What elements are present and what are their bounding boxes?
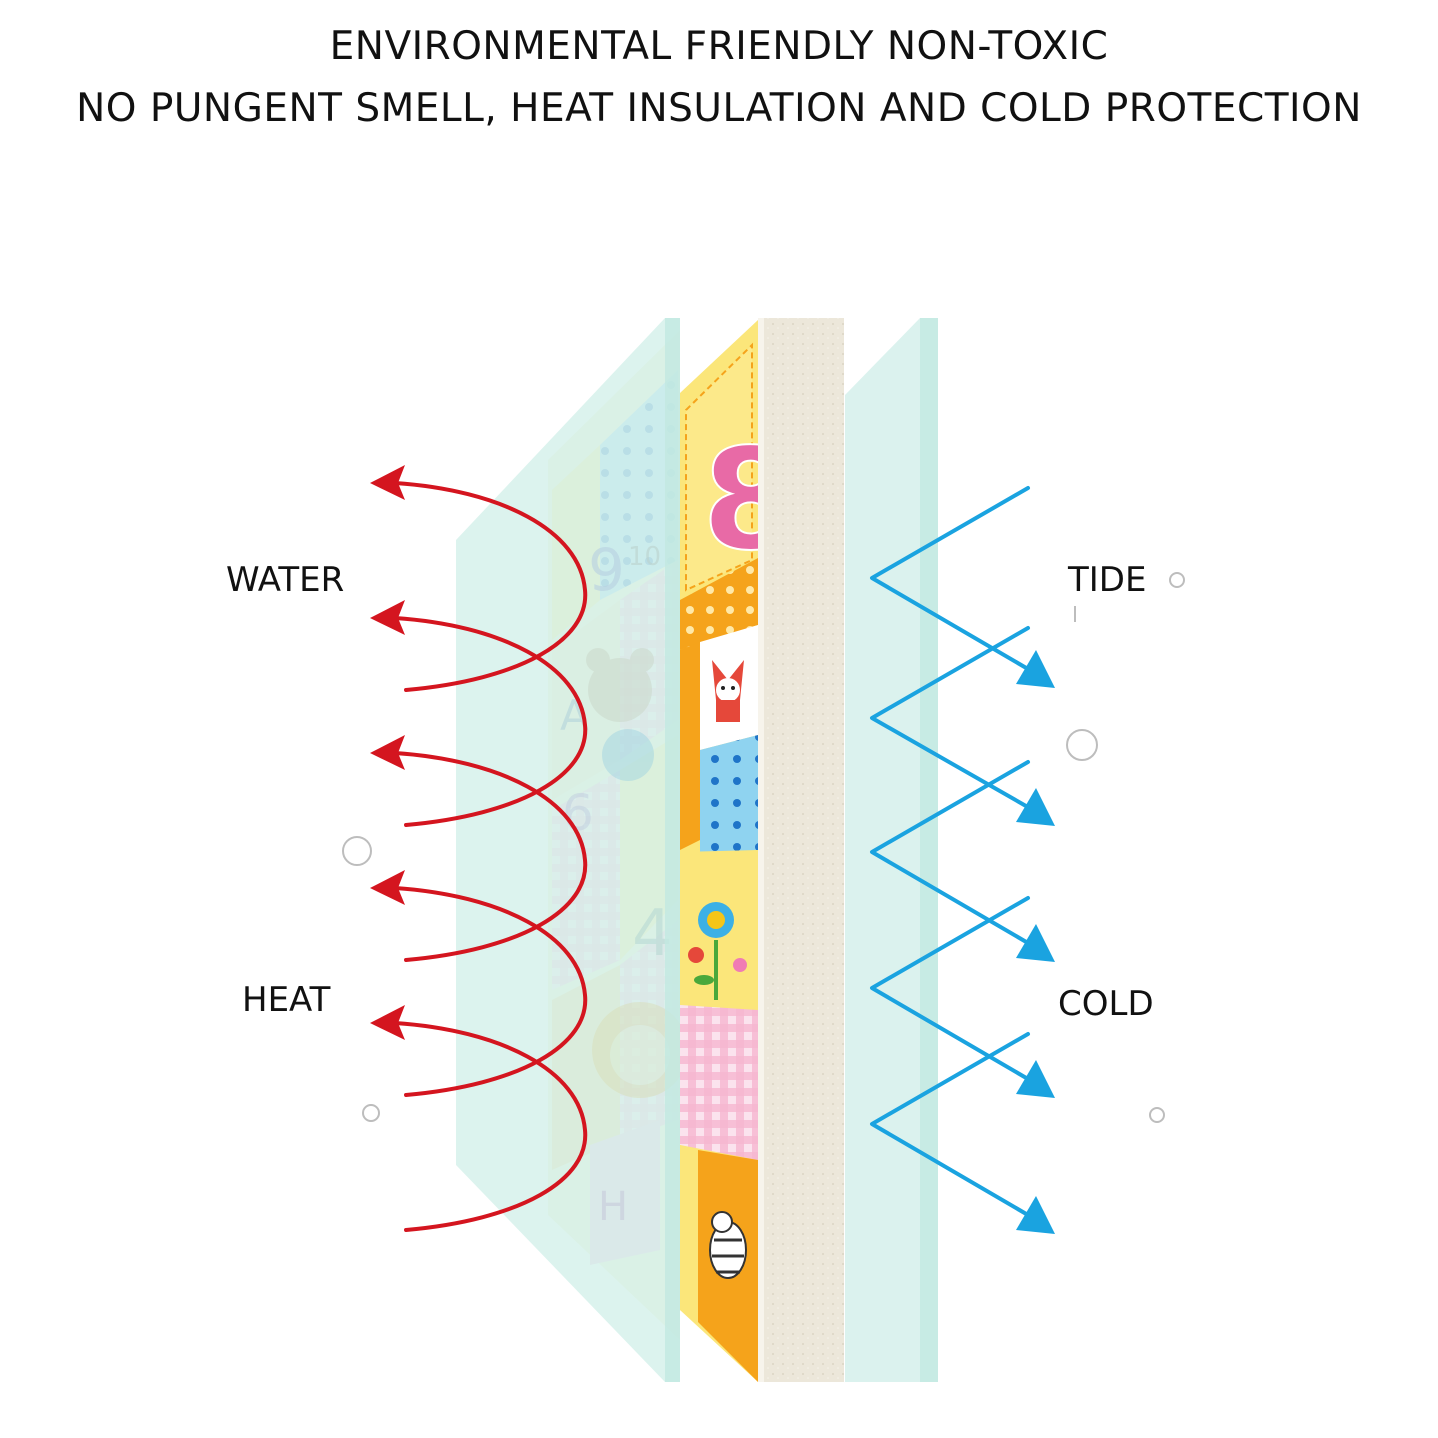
label-water: WATER	[226, 560, 345, 600]
blue-arrow-icon	[870, 486, 1042, 678]
red-arrow-icon	[393, 616, 588, 827]
tide-cold-arrows	[870, 486, 1042, 1224]
left-film-layer	[456, 318, 680, 1382]
red-arrow-icon	[393, 481, 588, 692]
fox-illustration	[712, 660, 744, 722]
red-arrowheads	[370, 465, 405, 1040]
red-arrow-icon	[393, 886, 588, 1097]
bubble-icon	[1169, 572, 1185, 588]
label-tide: TIDE	[1068, 560, 1147, 600]
red-arrowhead-icon	[370, 870, 405, 905]
blue-arrowhead-icon	[1016, 924, 1055, 962]
heat-water-arrows	[393, 481, 588, 1232]
blue-arrowhead-icon	[1016, 788, 1055, 826]
bubble-icon	[362, 1104, 380, 1122]
headline-line-2: NO PUNGENT SMELL, HEAT INSULATION AND CO…	[76, 86, 1362, 131]
zebra-illustration	[709, 1211, 747, 1279]
red-arrowhead-icon	[370, 465, 405, 500]
blue-arrowhead-icon	[1016, 1060, 1055, 1098]
flower-illustration	[688, 902, 747, 1000]
label-cold: COLD	[1058, 984, 1154, 1024]
foam-core-layer	[758, 318, 844, 1382]
red-arrowhead-icon	[370, 735, 405, 770]
blue-arrow-icon	[870, 760, 1042, 952]
blue-arrowheads	[1016, 650, 1055, 1234]
right-film-layer	[845, 318, 938, 1382]
bubble-icon	[1149, 1107, 1165, 1123]
blue-arrow-icon	[870, 626, 1042, 816]
red-arrow-icon	[393, 751, 588, 962]
red-arrow-icon	[393, 1021, 588, 1232]
label-heat: HEAT	[242, 980, 331, 1020]
blue-arrow-icon	[870, 896, 1042, 1088]
bubble-icon	[342, 836, 372, 866]
blue-arrow-icon	[870, 1032, 1042, 1224]
blue-arrowhead-icon	[1016, 1196, 1055, 1234]
red-arrowhead-icon	[370, 1005, 405, 1040]
red-arrowhead-icon	[370, 600, 405, 635]
headline-line-1: ENVIRONMENTAL FRIENDLY NON-TOXIC	[329, 24, 1109, 69]
blue-arrowhead-icon	[1016, 650, 1055, 688]
bubble-icon	[1066, 729, 1098, 761]
